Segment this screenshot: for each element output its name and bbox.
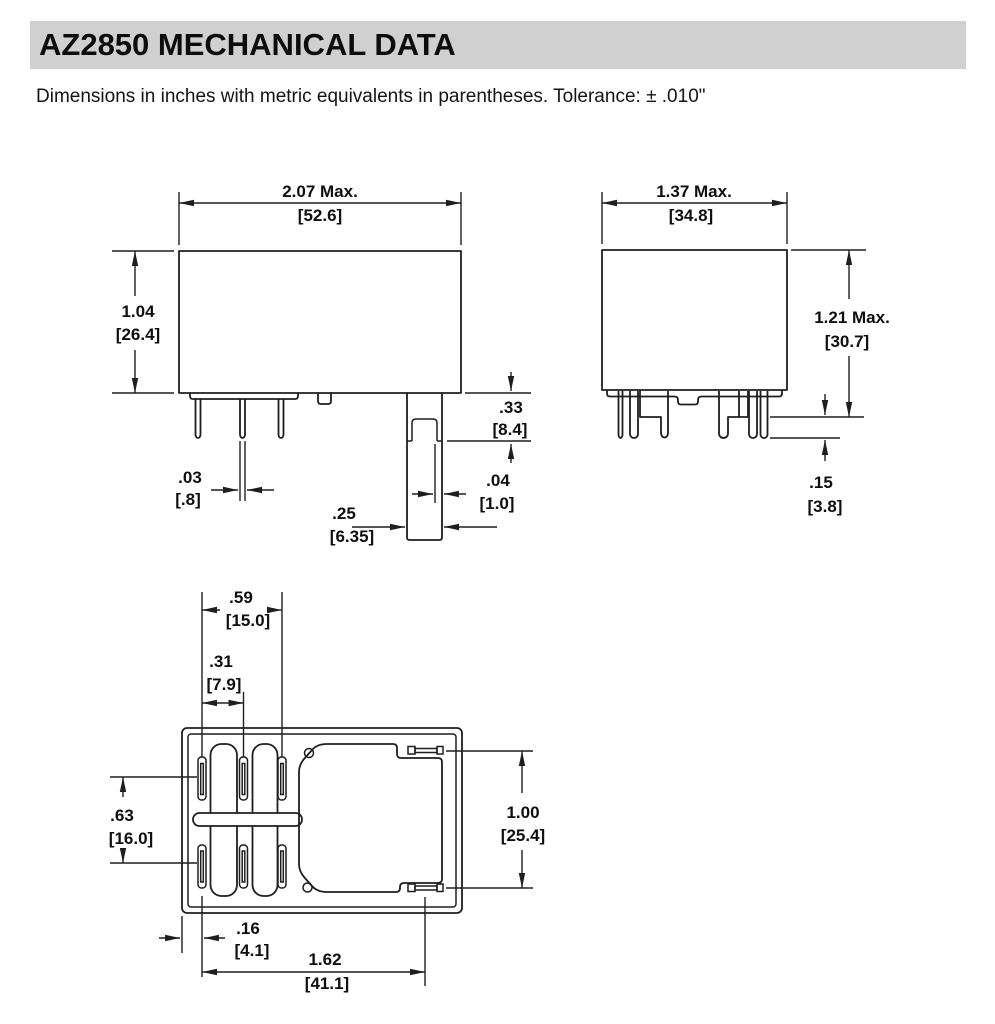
side-pin-1 [617, 391, 624, 439]
bottom-pin-pitch-in: .31 [209, 652, 233, 671]
side-pin-4 [759, 391, 769, 439]
bottom-pin-pitch-mm: [7.9] [207, 675, 242, 694]
front-dim-blade-thickness: .04 [1.0] [412, 444, 514, 513]
side-pin-3 [748, 391, 758, 439]
side-width-in: 1.37 Max. [656, 182, 732, 201]
bottom-blade-span-mm: [25.4] [501, 826, 545, 845]
front-body [178, 250, 462, 394]
pin-slot-hole [199, 762, 205, 796]
bottom-length-mm: [41.1] [305, 974, 349, 993]
front-height-in: 1.04 [121, 302, 155, 321]
bottom-hole-bottom [302, 882, 313, 893]
qc-slot-tab [407, 745, 416, 755]
bottom-hole-top [303, 747, 315, 759]
bottom-edge-offset-in: .16 [236, 919, 260, 938]
side-standoff-in: .15 [809, 473, 833, 492]
front-dim-blade-width: .25 [6.35] [330, 504, 497, 546]
front-coil-pin-in: .03 [178, 468, 202, 487]
bottom-dim-pin-pitch: .31 [7.9] [202, 652, 245, 757]
side-width-mm: [34.8] [669, 206, 713, 225]
qc-slot-tab [407, 883, 416, 893]
front-blade-width-in: .25 [332, 504, 356, 523]
qc-slot-bar [414, 885, 438, 891]
side-height-mm: [30.7] [825, 332, 869, 351]
bottom-dim-length: 1.62 [41.1] [202, 897, 426, 993]
bottom-qc-slot-bottom [407, 883, 444, 893]
front-coil-pin-1 [194, 399, 202, 439]
bottom-row-span-in: .63 [110, 806, 134, 825]
side-stepped-pin-1 [639, 391, 669, 439]
bottom-case-outer [181, 727, 463, 914]
qc-slot-bar [414, 747, 438, 754]
page-title: AZ2850 MECHANICAL DATA [39, 27, 456, 62]
side-body [601, 249, 788, 391]
front-width-mm: [52.6] [298, 206, 342, 225]
bottom-row-span-mm: [16.0] [109, 829, 153, 848]
front-coil-pin-mm: [.8] [175, 490, 201, 509]
qc-slot-tab [436, 883, 444, 893]
front-qc-blade [406, 393, 443, 541]
bottom-pin-span-mm: [15.0] [226, 611, 270, 630]
bottom-dim-pin-span: .59 [15.0] [201, 588, 283, 757]
front-coil-pin-3 [277, 399, 285, 439]
front-dim-coil-pin: .03 [.8] [175, 441, 274, 509]
front-coil-pin-2 [239, 399, 246, 439]
side-height-in: 1.21 Max. [814, 308, 890, 327]
front-dim-width: 2.07 Max. [52.6] [178, 182, 462, 245]
side-stepped-pin-2 [718, 391, 749, 439]
side-dim-height: 1.21 Max. [30.7] [791, 249, 890, 417]
front-tab [317, 393, 332, 405]
front-width-in: 2.07 Max. [282, 182, 358, 201]
pin-slot-hole [279, 850, 285, 883]
front-blade-thick-mm: [1.0] [480, 494, 515, 513]
front-qc-blade-slot [407, 418, 442, 442]
side-view: 1.37 Max. [34.8] 1.21 Max. [30.7] .15 [3… [601, 182, 890, 516]
bottom-dim-edge-offset: .16 [4.1] [159, 896, 269, 977]
bottom-crossbar [192, 812, 303, 827]
bottom-case-inner [187, 733, 457, 908]
side-standoff-mm: [3.8] [808, 497, 843, 516]
side-dim-width: 1.37 Max. [34.8] [601, 182, 788, 244]
front-blade-width-mm: [6.35] [330, 527, 374, 546]
pin-slot [277, 844, 287, 889]
side-dim-standoff: .15 [3.8] [808, 394, 843, 516]
bottom-dim-row-span: .63 [16.0] [109, 776, 197, 864]
front-pin-length-in: .33 [499, 398, 523, 417]
bottom-pin-span-in: .59 [229, 588, 253, 607]
qc-slot-tab [436, 745, 444, 755]
front-pin-length-mm: [8.4] [493, 420, 528, 439]
pin-slot-hole [241, 762, 246, 796]
front-flange [189, 393, 299, 400]
side-pin-2 [629, 391, 639, 439]
bottom-qc-slot-top [407, 745, 444, 755]
pin-slot [238, 844, 249, 889]
side-flange-with-bump [606, 390, 783, 406]
bottom-dim-blade-span: 1.00 [25.4] [446, 750, 545, 889]
bottom-inner-outline [298, 743, 443, 893]
front-blade-thick-in: .04 [486, 471, 510, 490]
front-height-mm: [26.4] [116, 325, 160, 344]
pin-slot [197, 844, 207, 889]
bottom-blade-span-in: 1.00 [506, 803, 539, 822]
pin-slot-hole [279, 762, 285, 796]
pin-slot-hole [241, 850, 246, 883]
bottom-edge-offset-mm: [4.1] [235, 941, 270, 960]
bottom-length-in: 1.62 [308, 950, 341, 969]
dimensions-note: Dimensions in inches with metric equival… [36, 86, 706, 107]
front-dim-pin-length: .33 [8.4] [447, 372, 531, 463]
bottom-view: .59 [15.0] .31 [7.9] .63 [16.0] 1.00 [25… [109, 588, 545, 993]
pin-slot-hole [199, 850, 205, 883]
front-view: 2.07 Max. [52.6] 1.04 [26.4] .33 [8.4] .… [112, 182, 531, 546]
title-bar: AZ2850 MECHANICAL DATA [30, 21, 966, 69]
front-dim-height: 1.04 [26.4] [112, 250, 174, 394]
